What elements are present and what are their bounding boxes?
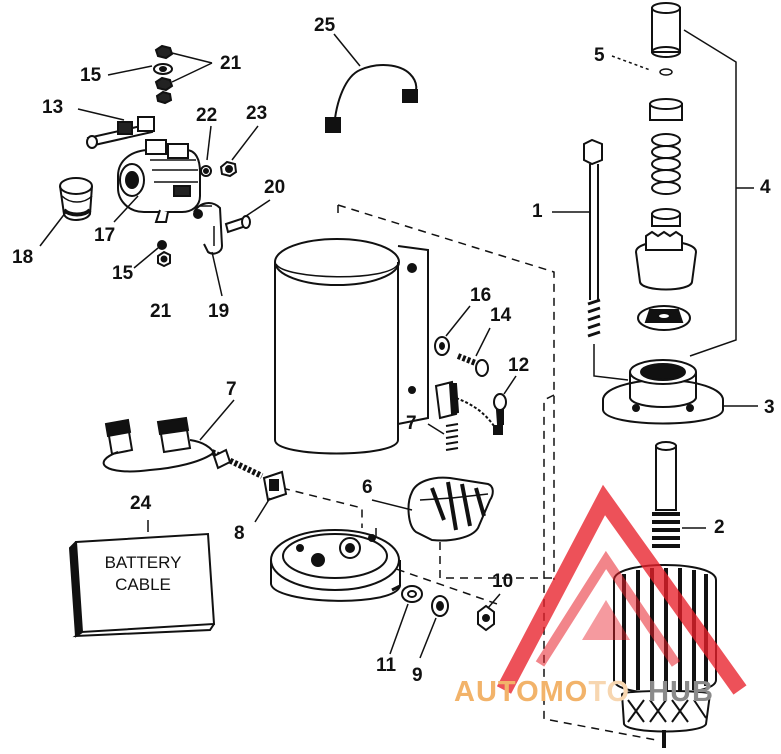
- callout-18: 18: [12, 247, 34, 268]
- watermark-text-pale: TO: [588, 676, 631, 708]
- callout-11: 11: [376, 655, 397, 676]
- watermark-text-gray: HUB: [648, 676, 714, 708]
- part-11-insulator: [389, 585, 423, 655]
- part-16-washer: [434, 305, 471, 356]
- callout-21-top: 21: [220, 53, 242, 74]
- callout-7-left: 7: [226, 379, 237, 400]
- callout-8: 8: [234, 523, 245, 544]
- callout-3: 3: [764, 397, 775, 418]
- callout-4: 4: [760, 177, 771, 198]
- part-10-nut: [477, 593, 501, 632]
- part-20-screw: [224, 215, 251, 234]
- part-12-screw: [493, 375, 517, 425]
- callout-22: 22: [196, 105, 218, 126]
- part-3-drive-end-cap: [602, 359, 758, 425]
- callout-5: 5: [594, 45, 605, 66]
- part-8-terminal: [254, 470, 288, 523]
- field-frame-housing: [274, 238, 429, 455]
- callout-1: 1: [532, 201, 543, 222]
- part-1-through-bolt: [552, 138, 629, 381]
- callout-25: 25: [314, 15, 336, 36]
- callout-15-top: 15: [80, 65, 102, 86]
- callout-9: 9: [412, 665, 423, 686]
- part-7-brush-leads: [102, 399, 264, 479]
- brush-end-cap: [270, 529, 401, 602]
- callout-19: 19: [208, 301, 230, 322]
- callout-14: 14: [490, 305, 512, 326]
- part-17-solenoid: [117, 139, 201, 223]
- callout-10: 10: [492, 571, 514, 592]
- callout-2: 2: [714, 517, 725, 538]
- part-21-nuts: [154, 44, 174, 105]
- watermark-text-orange: AUTOMO: [454, 676, 589, 708]
- battery-cable-line2: CABLE: [115, 575, 171, 594]
- part-9-washer: [419, 595, 449, 659]
- part-6-brush-holder: [371, 476, 494, 542]
- watermark-text: AUTOMOTO HUB: [454, 676, 714, 709]
- part-19-bracket: [193, 202, 224, 255]
- watermark-logo: [496, 484, 747, 695]
- callout-16: 16: [470, 285, 492, 306]
- callout-21-lower: 21: [150, 301, 172, 322]
- part-4-drive-assembly: [634, 2, 754, 357]
- callout-23: 23: [246, 103, 268, 124]
- callout-15-lower: 15: [112, 263, 134, 284]
- part-2-armature: [613, 441, 717, 748]
- callout-20: 20: [264, 177, 286, 198]
- part-14-bolt: [456, 327, 491, 377]
- callout-24: 24: [130, 493, 152, 514]
- part-15-washers: [153, 63, 173, 75]
- callout-7-right: 7: [406, 413, 417, 434]
- callout-13: 13: [42, 97, 64, 118]
- part-7-brush-spring: [427, 380, 503, 451]
- callout-6: 6: [362, 477, 373, 498]
- battery-cable-line1: BATTERY: [104, 553, 182, 572]
- part-25-lead-wire: [325, 64, 418, 133]
- callout-12: 12: [508, 355, 530, 376]
- battery-cable-label: BATTERY CABLE: [84, 552, 202, 596]
- part-13-terminal-stud: [77, 108, 155, 149]
- part-24-battery-cable-box: [68, 520, 216, 638]
- callout-17: 17: [94, 225, 116, 246]
